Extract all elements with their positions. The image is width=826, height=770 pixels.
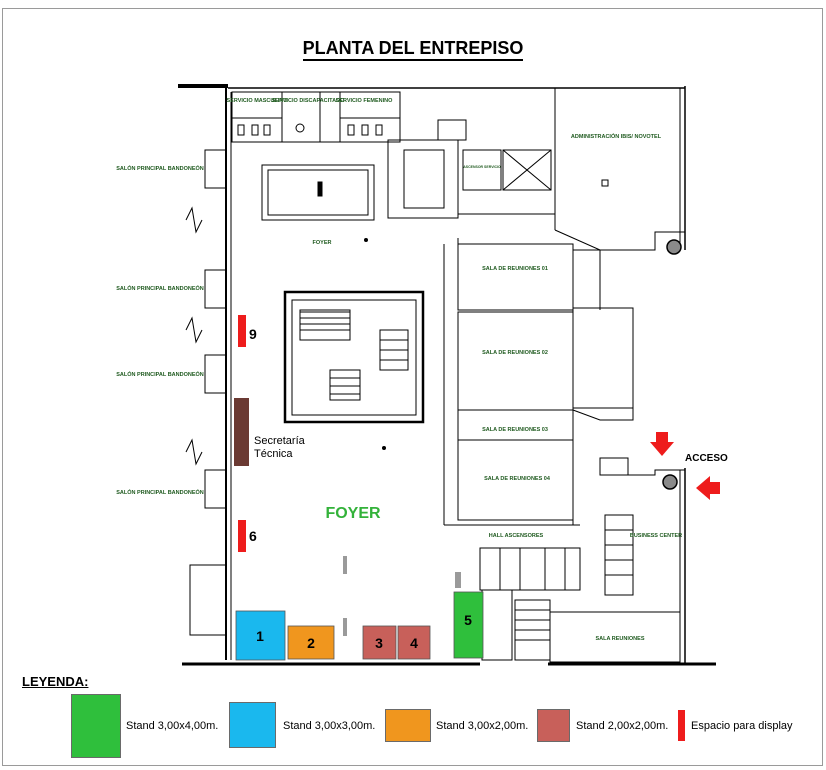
legend-title: LEYENDA:	[22, 674, 89, 689]
map-title: PLANTA DEL ENTREPISO	[0, 38, 826, 61]
legend-label-stand-3x3: Stand 3,00x3,00m.	[283, 720, 376, 732]
label-sala-02: SALA DE REUNIONES 02	[482, 350, 548, 356]
stand-number-1: 1	[256, 628, 264, 644]
display-number-6: 6	[249, 528, 257, 544]
legend-label-stand-2x2: Stand 2,00x2,00m.	[576, 720, 669, 732]
label-salon-principal-2: SALÓN PRINCIPAL BANDONEÓN	[116, 284, 204, 292]
stand-number-4: 4	[410, 635, 418, 651]
legend-swatch-display	[678, 710, 685, 741]
label-sala-reuniones: SALA REUNIONES	[596, 636, 645, 642]
stand-number-3: 3	[375, 635, 383, 651]
walls	[178, 84, 716, 666]
label-secretaria-line2: Técnica	[254, 448, 293, 460]
stand-2	[287, 625, 335, 660]
stand-4	[397, 625, 431, 660]
stand-5	[453, 591, 484, 659]
label-salon-principal-1: SALÓN PRINCIPAL BANDONEÓN	[116, 164, 204, 172]
legend-label-stand-3x4: Stand 3,00x4,00m.	[126, 720, 219, 732]
label-administracion: ADMINISTRACIÓN IBIS/ NOVOTEL	[571, 132, 662, 140]
column-icon	[666, 239, 682, 255]
label-ascensor-servicio: ASCENSOR SERVICIO	[463, 165, 501, 169]
legend-swatch-stand-3x2	[385, 709, 431, 742]
legend: Stand 3,00x4,00m. Stand 3,00x3,00m. Stan…	[0, 692, 826, 762]
stand-number-2: 2	[307, 635, 315, 651]
label-hall-ascensores: HALL ASCENSORES	[489, 533, 544, 539]
legend-swatch-stand-3x4	[71, 694, 121, 758]
label-servicio-femenino: SERVICIO FEMENINO	[336, 98, 393, 104]
label-business-center: BUSINESS CENTER	[630, 533, 682, 539]
display-space-6	[238, 520, 246, 552]
label-salon-principal-4: SALÓN PRINCIPAL BANDONEÓN	[116, 488, 204, 496]
legend-swatch-stand-3x3	[229, 702, 276, 748]
map-frame	[2, 8, 823, 766]
label-sala-03: SALA DE REUNIONES 03	[482, 427, 548, 433]
stand-1	[235, 610, 286, 661]
stand-number-5: 5	[464, 612, 472, 628]
label-foyer-big: FOYER	[325, 505, 381, 522]
label-secretaria-line1: Secretaría	[254, 435, 306, 447]
label-servicio-masculino: SERVICIO MASCULINO	[226, 98, 288, 104]
legend-label-display: Espacio para display	[691, 720, 793, 732]
label-servicio-discapacitado: SERVICIO DISCAPACITADO	[272, 98, 345, 104]
label-foyer-small: FOYER	[313, 240, 332, 246]
legend-label-stand-3x2: Stand 3,00x2,00m.	[436, 720, 529, 732]
label-salon-principal-3: SALÓN PRINCIPAL BANDONEÓN	[116, 370, 204, 378]
column-icon	[662, 474, 678, 490]
legend-swatch-stand-2x2	[537, 709, 570, 742]
label-acceso: ACCESO	[685, 453, 728, 464]
display-number-9: 9	[249, 326, 257, 342]
arrow-left-icon	[696, 476, 720, 500]
arrow-down-icon	[650, 432, 674, 456]
stand-3	[362, 625, 397, 660]
label-sala-04: SALA DE REUNIONES 04	[484, 476, 551, 482]
display-space-9	[238, 315, 246, 347]
secretaria-tecnica-block	[234, 398, 249, 466]
label-sala-01: SALA DE REUNIONES 01	[482, 266, 548, 272]
